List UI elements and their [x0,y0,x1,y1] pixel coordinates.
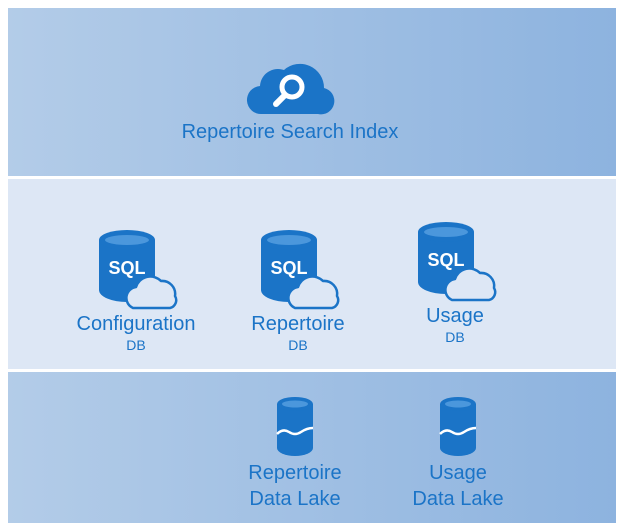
data-lake-usage: Usage Data Lake [398,396,518,512]
search-index-label: Repertoire Search Index [181,121,399,143]
database-repertoire: SQL Repertoire DB [228,228,368,352]
database-suffix: DB [445,329,465,345]
database-configuration: SQL Configuration DB [58,228,214,352]
database-suffix: DB [288,337,308,353]
data-lake-line1: Usage [429,462,487,484]
sql-icon-text: SQL [108,258,145,278]
data-lake-line1: Repertoire [248,462,342,484]
data-lake-repertoire: Repertoire Data Lake [235,396,355,512]
data-lake-icon [275,396,315,458]
data-lake-icon [438,396,478,458]
sql-database-icon: SQL [91,228,181,314]
cloud-search-icon [246,58,335,116]
sql-icon-text: SQL [427,250,464,270]
database-name: Repertoire [251,313,345,335]
sql-database-icon: SQL [253,228,343,314]
sql-icon-text: SQL [270,258,307,278]
data-lake-line2: Data Lake [412,488,504,510]
search-index-node: Repertoire Search Index [160,58,420,142]
database-name: Configuration [76,313,196,335]
database-name: Usage [426,305,484,327]
database-suffix: DB [126,337,146,353]
sql-database-icon: SQL [410,220,500,306]
data-lake-line2: Data Lake [249,488,341,510]
database-usage: SQL Usage DB [395,220,515,344]
